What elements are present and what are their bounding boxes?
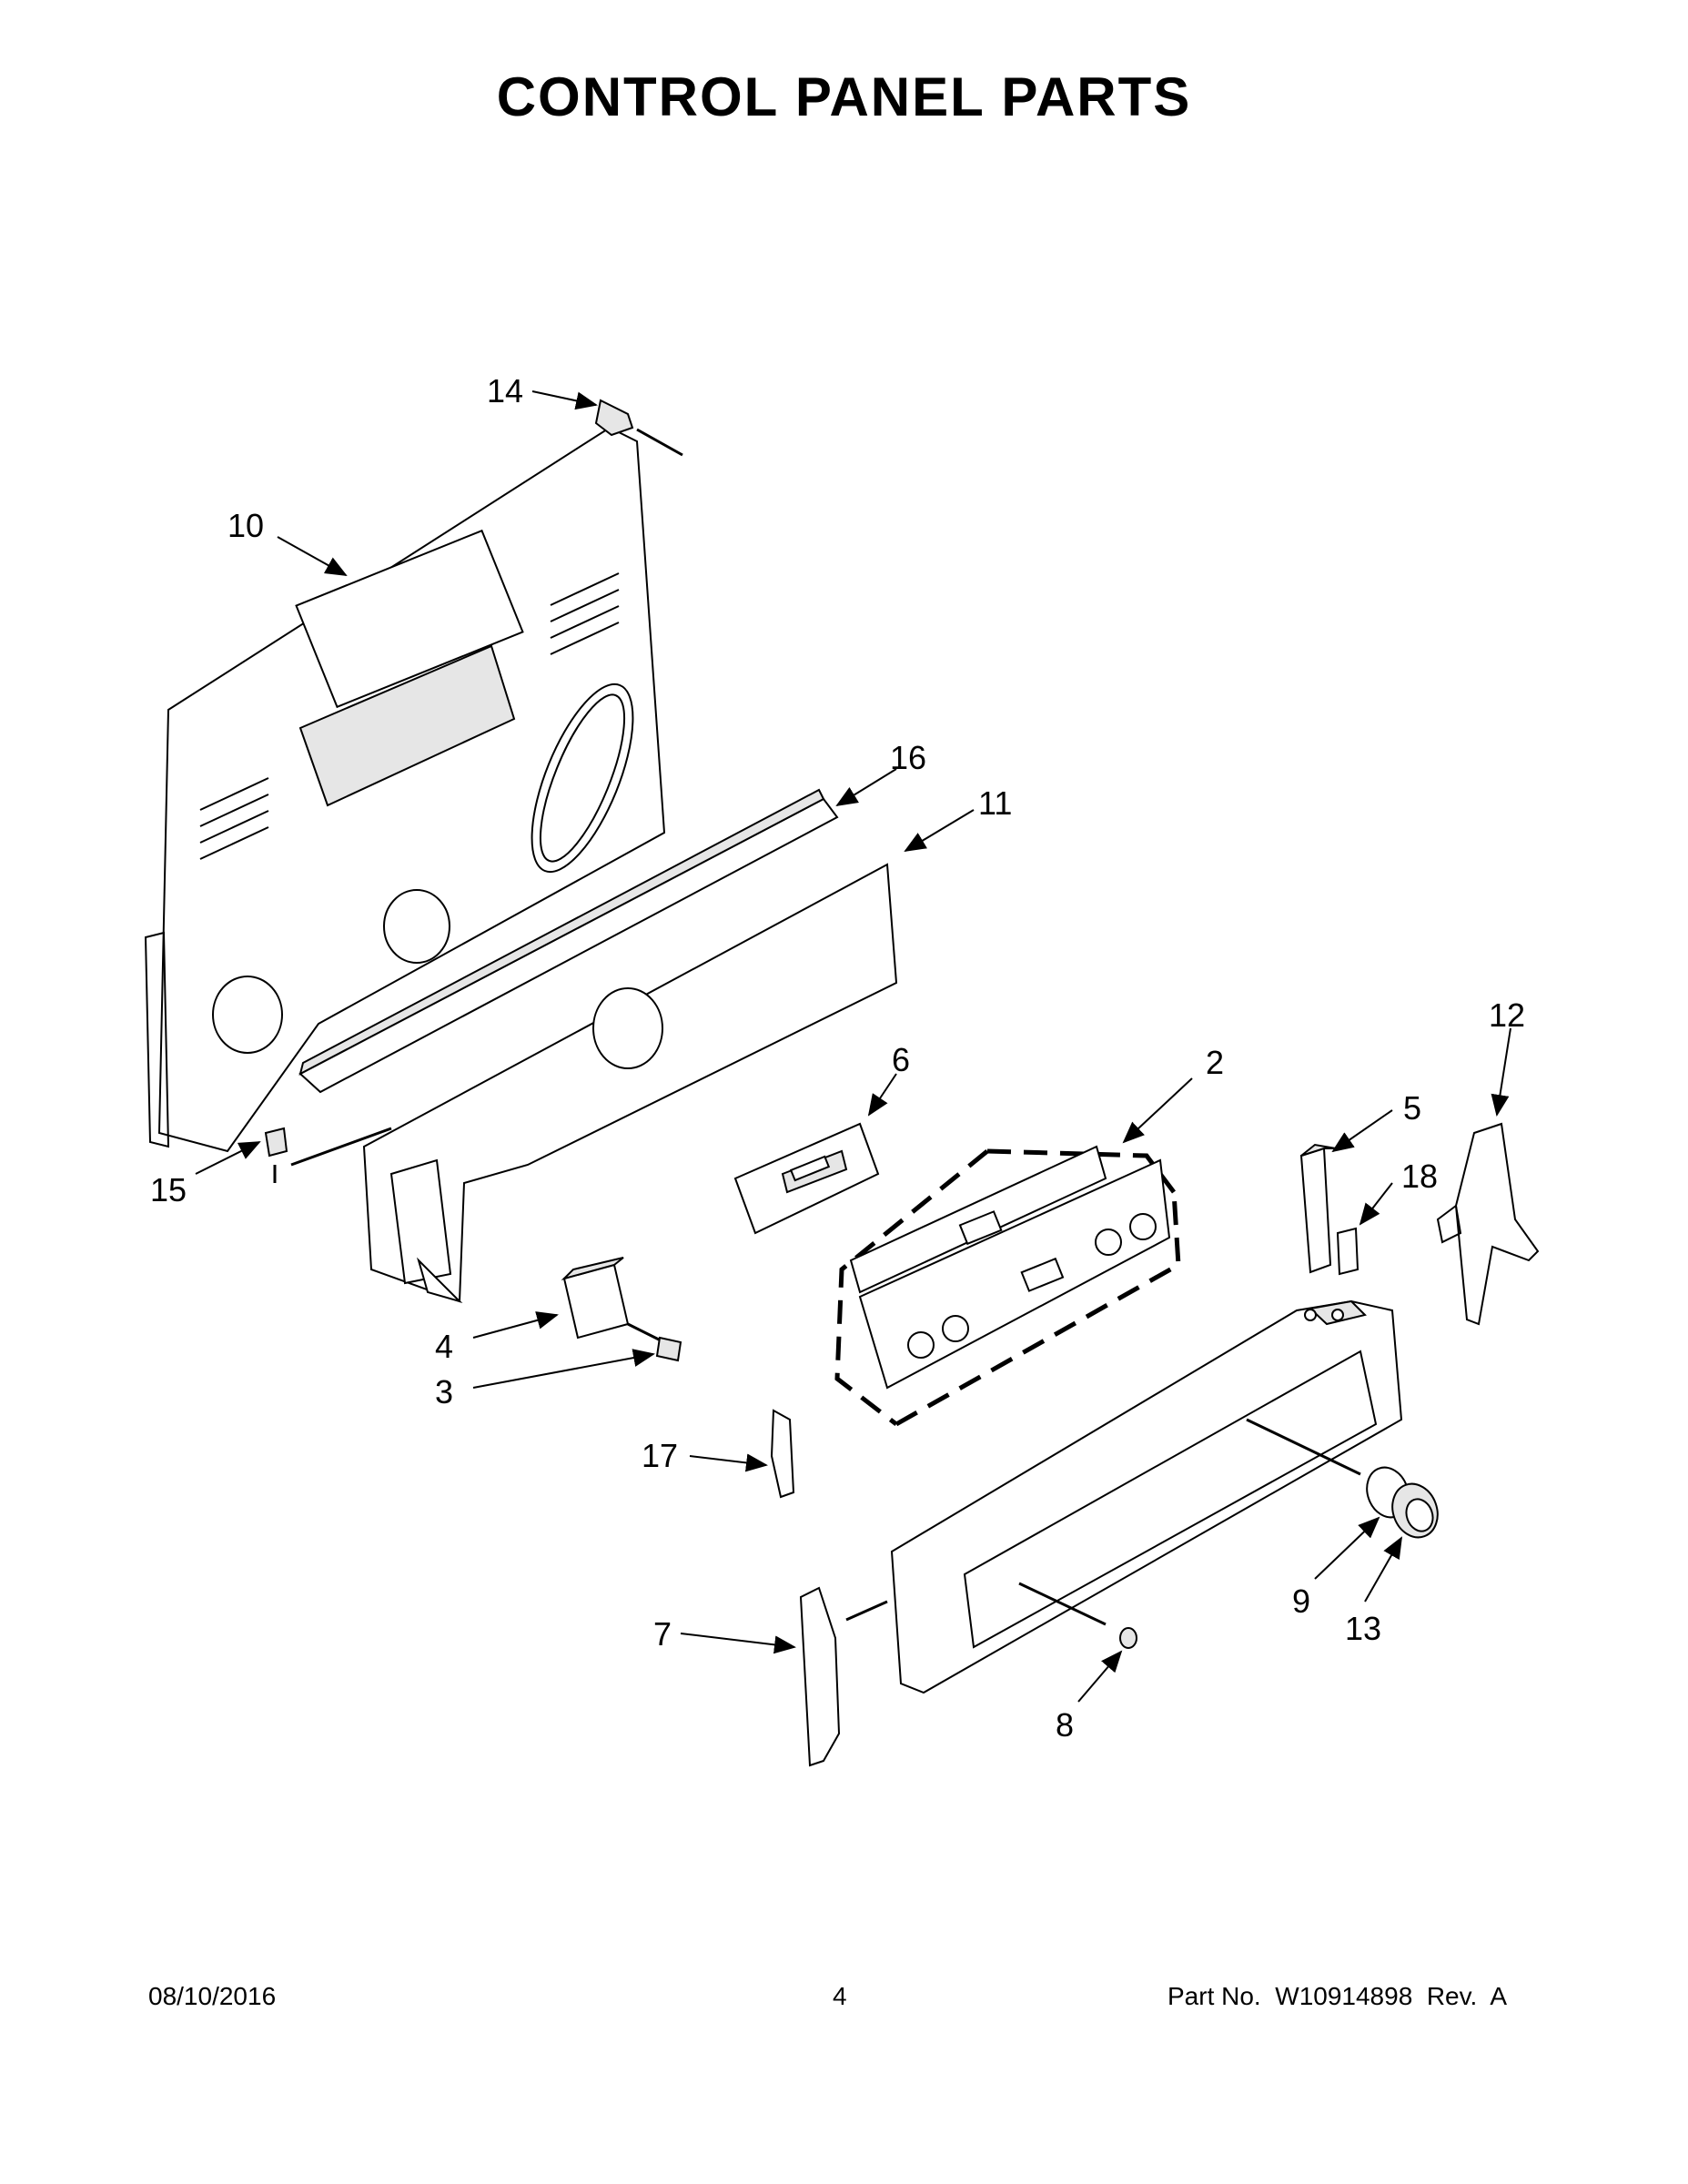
back-panel-part	[144, 426, 666, 1153]
callout-label: 13	[1345, 1610, 1381, 1647]
callout-label: 5	[1403, 1089, 1421, 1127]
callout-label: 7	[653, 1615, 672, 1653]
switch-screw-part	[627, 1322, 682, 1362]
callout-label: 10	[227, 507, 264, 544]
callout-label: 2	[1206, 1044, 1224, 1081]
control-frame-part	[290, 863, 898, 1304]
end-cap-left-part	[799, 1586, 888, 1767]
bracket-strip-part	[298, 788, 839, 1094]
callout-label: 14	[487, 372, 523, 410]
callout-label: 16	[890, 739, 926, 776]
footer-part-number: Part No. W10914898 Rev. A	[1167, 1982, 1508, 2010]
callout-label: 11	[978, 784, 1012, 822]
callout-label: 17	[642, 1437, 678, 1474]
callout-label: 15	[150, 1171, 187, 1208]
footer-date: 08/10/2016	[148, 1982, 277, 2010]
callout-label: 9	[1292, 1582, 1310, 1620]
bracket-part-5	[1299, 1143, 1337, 1274]
page-title: CONTROL PANEL PARTS	[496, 66, 1192, 127]
small-screw-part	[1119, 1627, 1137, 1649]
sensor-part-18	[1336, 1227, 1359, 1276]
callout-label: 8	[1056, 1706, 1074, 1744]
knob-part	[1366, 1466, 1439, 1539]
callout-leaders	[195, 390, 1511, 1703]
control-board-part	[733, 1122, 880, 1235]
callout-labels: 14 10 16 11 12 6 2 5 18 15 4 3 17 7 9 13…	[150, 372, 1525, 1744]
screw-part-top	[594, 399, 683, 457]
end-cap-right-part	[1436, 1122, 1540, 1326]
touch-panel-assembly-part	[834, 1145, 1181, 1427]
callout-label: 3	[435, 1373, 453, 1410]
control-panel-trim-part	[890, 1299, 1403, 1694]
callout-label: 4	[435, 1328, 453, 1365]
vent-slots-right	[550, 572, 620, 655]
callout-label: 12	[1489, 996, 1525, 1034]
callout-label: 18	[1401, 1158, 1438, 1195]
footer-page-number: 4	[833, 1982, 847, 2010]
callout-label: 6	[892, 1041, 910, 1078]
clip-part	[770, 1409, 795, 1499]
screw-part-left	[264, 1127, 288, 1183]
infinite-switch-part	[561, 1257, 630, 1340]
vent-slots-left	[199, 777, 269, 860]
